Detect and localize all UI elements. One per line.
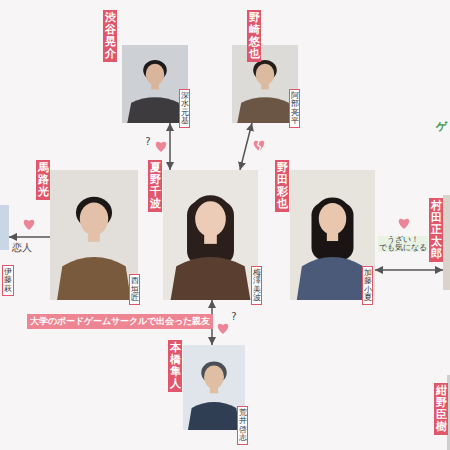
body-shape: [237, 97, 292, 123]
name-tag: 村田正太郎: [429, 198, 443, 262]
actor-tag: 荒井啓志: [237, 406, 249, 445]
text-holder: 村田正太郎: [429, 198, 443, 262]
label-holder: ?: [144, 136, 151, 147]
body-shape: [171, 257, 251, 300]
photo-ground: [0, 205, 9, 250]
heart-symbol: [218, 324, 229, 334]
text-holder: 梅澤美波: [251, 266, 263, 305]
person-box: 村田正太郎: [443, 195, 450, 290]
heart-crack: [258, 142, 261, 151]
face-shape: [195, 201, 226, 236]
text-holder: 大学のボードゲームサークルで出会った親友: [27, 314, 213, 329]
name-tag: 馬路光: [36, 160, 50, 200]
person-box: 夏野千波梅澤美波: [163, 170, 258, 300]
label-holder: ?: [230, 311, 237, 322]
heart-symbol: [399, 219, 410, 229]
name-tag: 本橋隼人: [168, 340, 182, 392]
person-box: 渋谷晃介深水元基: [122, 45, 188, 123]
text-holder: 本橋隼人: [168, 340, 182, 392]
face-shape: [256, 64, 275, 85]
face-shape: [80, 202, 108, 235]
text-holder: ゲ: [436, 121, 447, 133]
portrait-photo: [163, 170, 258, 300]
relation-label: 恋人: [11, 242, 33, 253]
relation-arrow: [375, 269, 443, 271]
text-holder: 荒井啓志: [237, 406, 249, 445]
relation-label: ?: [144, 136, 151, 147]
person-box: 伊藤萩: [0, 205, 9, 250]
person-box: 馬路光西垣匠: [50, 170, 138, 300]
label-holder: うざい！ でも気になる: [378, 236, 428, 253]
name-tag: 野崎悠也: [247, 10, 261, 62]
relation-arrow: [9, 236, 50, 238]
person-box: 紺野臣樹: [447, 375, 450, 450]
text-holder: 西垣匠: [129, 274, 141, 305]
actor-tag: 伊藤萩: [2, 265, 14, 296]
text-holder: 夏野千波: [148, 160, 162, 212]
text-holder: 深水元基: [179, 89, 191, 128]
person-box: 野崎悠也阿部亮平: [232, 45, 298, 123]
portrait-photo: [50, 170, 138, 300]
relation-arrow: [240, 123, 252, 170]
name-tag: 紺野臣樹: [434, 383, 448, 435]
name-tag: 野田彩也: [275, 160, 289, 212]
actor-tag: 西垣匠: [129, 274, 141, 305]
actor-tag: 加藤小夏: [362, 266, 374, 305]
body-shape: [188, 402, 240, 430]
text-holder: 紺野臣樹: [434, 383, 448, 435]
actor-tag: 阿部亮平: [289, 89, 301, 128]
text-holder: 加藤小夏: [362, 266, 374, 305]
person-box: 野田彩也加藤小夏: [290, 170, 375, 300]
text-holder: 野崎悠也: [247, 10, 261, 62]
face-shape: [204, 365, 224, 388]
broken-heart-symbol: [254, 141, 265, 151]
heart-symbol: [156, 142, 167, 152]
portrait-photo: [0, 205, 9, 250]
text-holder: 伊藤萩: [2, 265, 14, 296]
relation-group: 村田正太郎紺野臣樹ゲ: [386, 136, 450, 450]
face-shape: [146, 64, 165, 85]
text-holder: 野田彩也: [275, 160, 289, 212]
actor-tag: 梅澤美波: [251, 266, 263, 305]
photo-ground: [50, 170, 138, 300]
body-shape: [127, 97, 182, 123]
body-shape: [297, 257, 368, 300]
text-holder: 阿部亮平: [289, 89, 301, 128]
name-tag: 夏野千波: [148, 160, 162, 212]
relation-label: ?: [230, 311, 237, 322]
group-caption: 大学のボードゲームサークルで出会った親友: [27, 314, 213, 329]
relation-arrow: [169, 123, 171, 170]
portrait-photo: [443, 195, 450, 290]
actor-tag: 深水元基: [179, 89, 191, 128]
face-shape: [319, 203, 346, 235]
heart-symbol: [24, 220, 35, 230]
relation-label: うざい！ でも気になる: [378, 236, 428, 253]
text-holder: 馬路光: [36, 160, 50, 200]
name-tag: 渋谷晃介: [103, 10, 117, 62]
body-shape: [57, 257, 131, 300]
photo-ground: [163, 170, 258, 300]
group-heading: ゲ: [436, 121, 447, 133]
relation-group: 馬路光西垣匠夏野千波梅澤美波野田彩也加藤小夏大学のボードゲームサークルで出会った…: [35, 153, 385, 313]
person-box: 本橋隼人荒井啓志: [183, 345, 245, 430]
label-holder: 恋人: [11, 242, 33, 253]
photo-ground: [443, 195, 450, 290]
text-holder: 渋谷晃介: [103, 10, 117, 62]
